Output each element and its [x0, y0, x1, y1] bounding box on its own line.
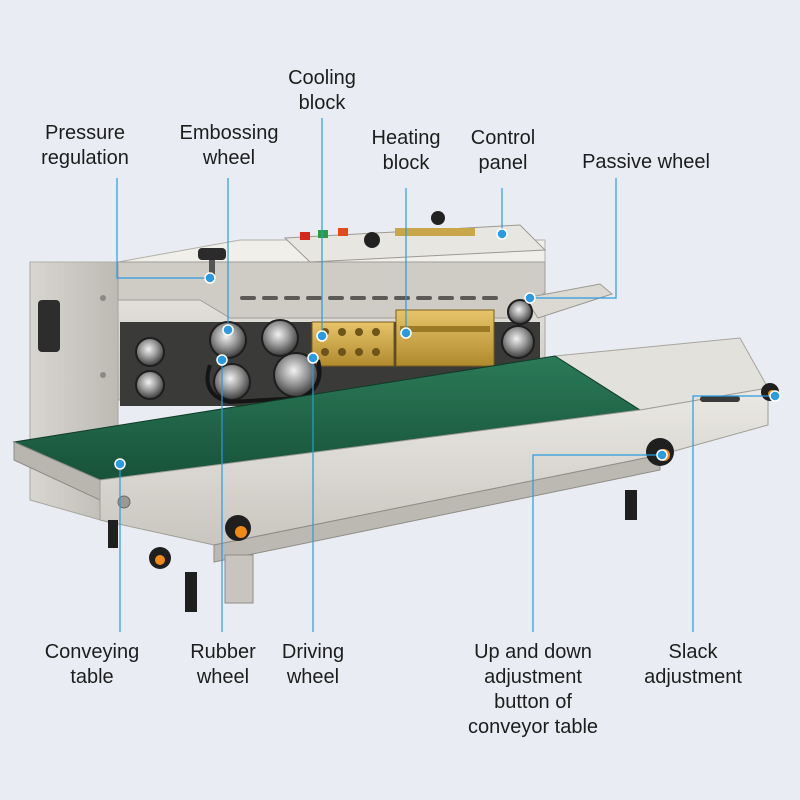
label-slack-adjustment: Slack adjustment: [644, 641, 742, 688]
label-conveying-table: Conveying table: [44, 641, 140, 688]
conveyor-table: [12, 337, 779, 612]
label-control-panel: Control panel: [470, 127, 536, 174]
label-passive-wheel: Passive wheel: [582, 151, 710, 173]
label-heating-block: Heating block: [371, 127, 441, 174]
leader-pressure-regulation: [116, 178, 210, 279]
label-pressure-regulation: Pressure regulation: [41, 122, 129, 169]
label-rubber-wheel: Rubber wheel: [190, 641, 256, 688]
leader-passive-wheel: [530, 178, 617, 299]
label-driving-wheel: Driving wheel: [281, 641, 345, 688]
leader-dots: [114, 228, 781, 470]
leader-up-down-adjustment: [532, 454, 662, 632]
leader-slack-adjustment: [692, 395, 775, 632]
label-cooling-block: Cooling block: [288, 67, 356, 114]
leader-lines: [116, 118, 775, 632]
label-up-down-adjustment: Up and down adjustment button of conveyo…: [467, 641, 599, 738]
label-embossing-wheel: Embossing wheel: [179, 122, 279, 169]
